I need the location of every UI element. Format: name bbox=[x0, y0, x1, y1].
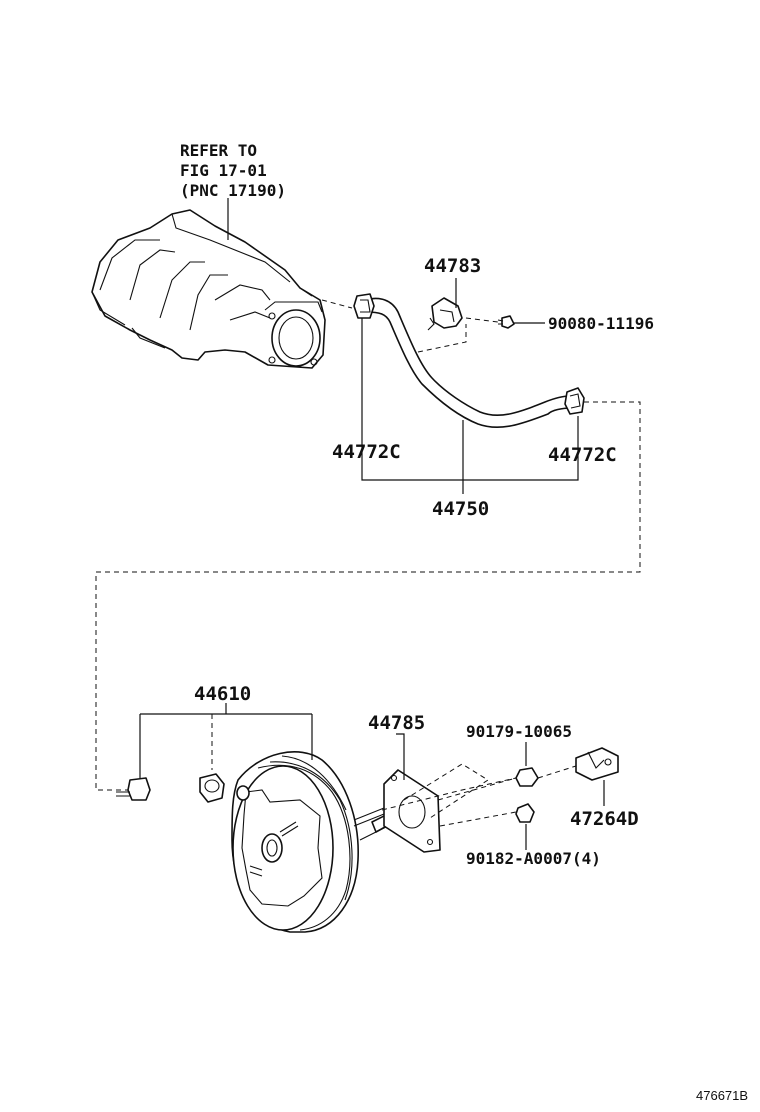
label-90182-a0007: 90182-A0007(4) bbox=[466, 849, 601, 868]
vacuum-check-valve bbox=[427, 297, 463, 331]
small-bolt-90080 bbox=[497, 315, 515, 329]
label-90080-11196: 90080-11196 bbox=[548, 314, 654, 333]
refer-note-line2: FIG 17-01 bbox=[180, 161, 267, 180]
brake-booster bbox=[231, 751, 395, 933]
push-rod-clevis bbox=[575, 747, 619, 781]
booster-bolt bbox=[116, 777, 151, 801]
refer-note-line1: REFER TO bbox=[180, 141, 257, 160]
booster-grommet bbox=[199, 773, 225, 803]
label-44610: 44610 bbox=[194, 683, 251, 705]
label-90179-10065: 90179-10065 bbox=[466, 722, 572, 741]
booster-gasket bbox=[383, 769, 441, 853]
label-47264d: 47264D bbox=[570, 808, 639, 830]
label-44772c-left: 44772C bbox=[332, 441, 401, 463]
refer-note-line3: (PNC 17190) bbox=[180, 181, 286, 200]
nut-90182 bbox=[515, 803, 535, 823]
intake-manifold bbox=[91, 209, 326, 369]
hose-clip-right bbox=[564, 387, 585, 415]
nut-90179 bbox=[515, 767, 539, 787]
label-44772c-right: 44772C bbox=[548, 444, 617, 466]
label-44785: 44785 bbox=[368, 712, 425, 734]
label-44783: 44783 bbox=[424, 255, 481, 277]
drawing-id: 476671B bbox=[696, 1088, 748, 1103]
hose-clip-left bbox=[353, 293, 375, 319]
label-44750: 44750 bbox=[432, 498, 489, 520]
